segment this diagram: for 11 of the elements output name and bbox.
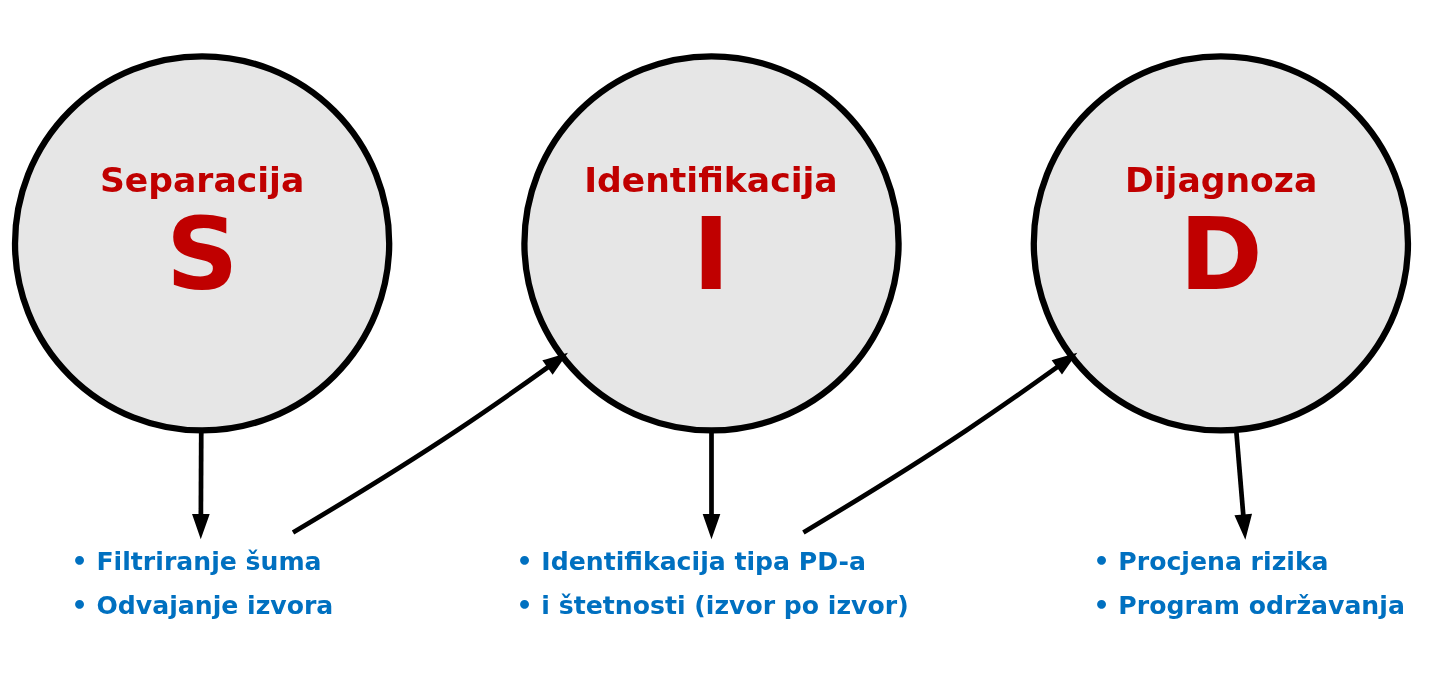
arrow — [802, 352, 1078, 535]
arrow — [702, 430, 721, 540]
node-circle: Dijagnoza D — [1030, 53, 1412, 434]
arrow — [192, 430, 210, 540]
node-text: • Filtriranje šuma • Odvajanje izvora — [71, 547, 334, 621]
arrow — [291, 352, 568, 535]
node-text: • Procjena rizika • Program održavanja — [1093, 547, 1405, 621]
node-circle: Separacija S — [11, 53, 393, 434]
node-circle: Identifikacija I — [521, 53, 902, 434]
arrow — [1233, 429, 1253, 540]
node-text: • Identifikacija tipa PD-a • i štetnosti (izvor po izvor) — [516, 547, 909, 621]
